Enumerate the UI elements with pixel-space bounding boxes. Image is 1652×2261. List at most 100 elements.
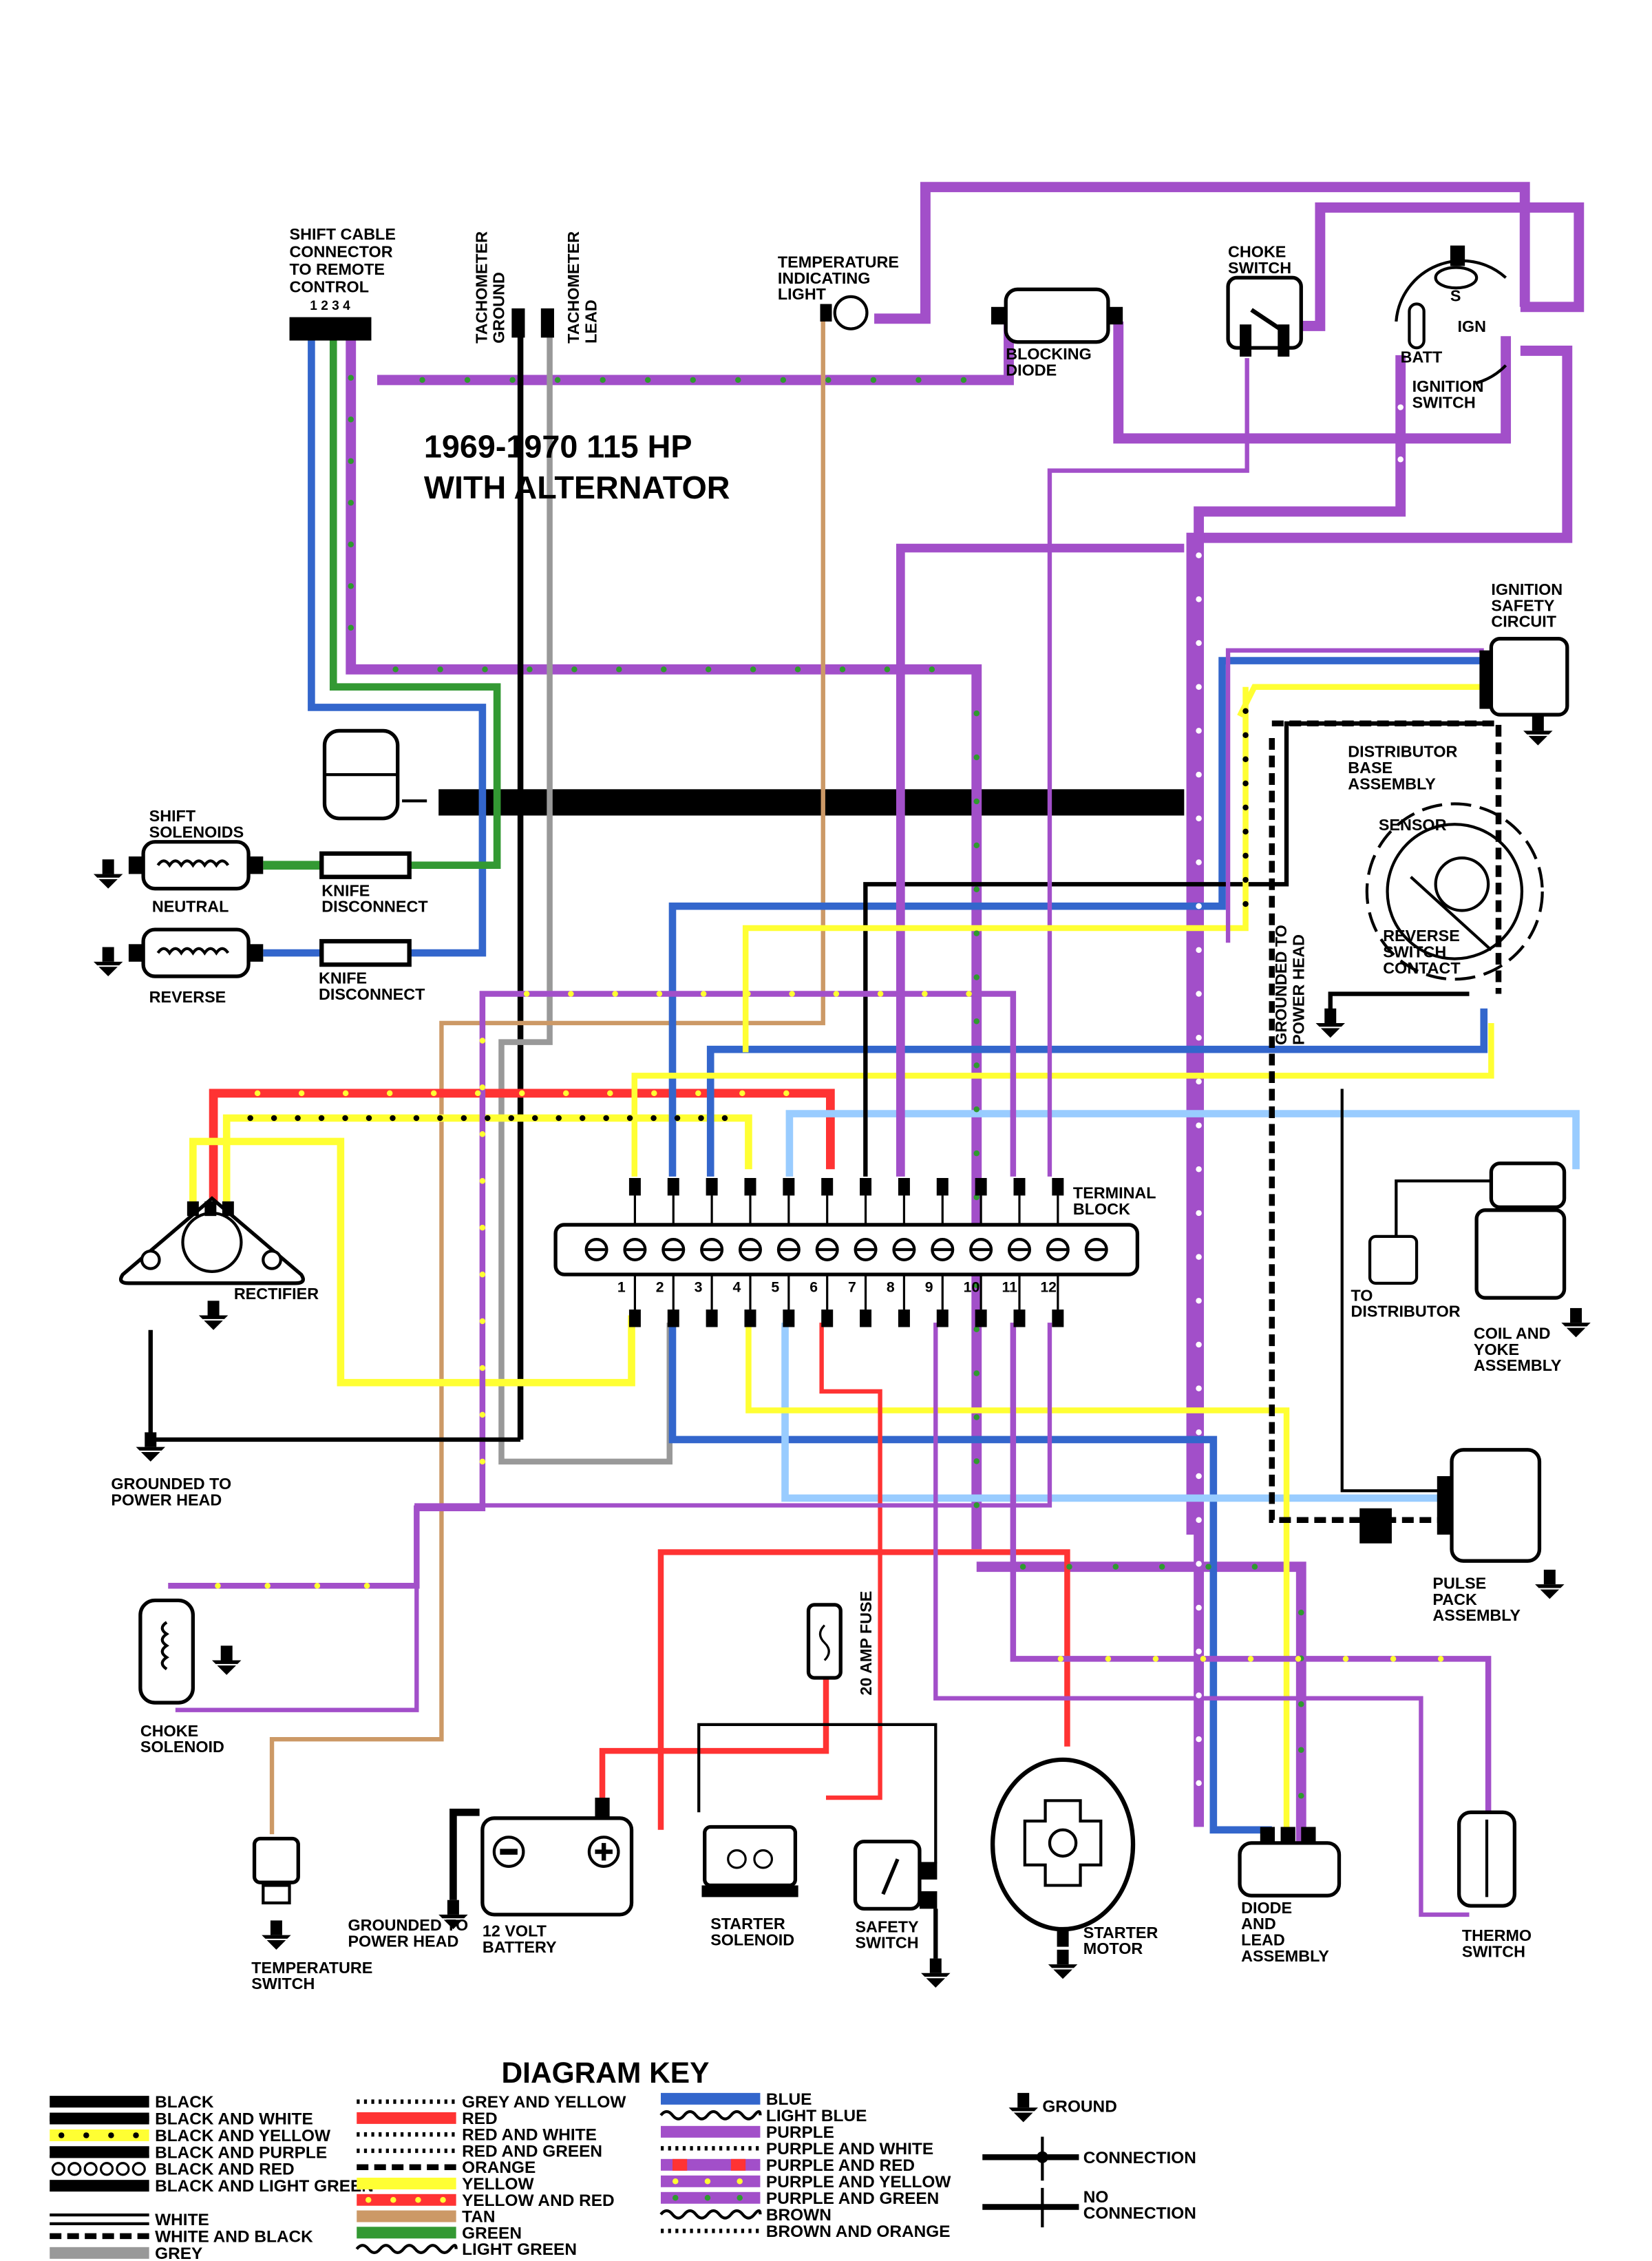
key-item-label: BLUE (766, 2090, 812, 2109)
wire-dot (973, 1150, 980, 1157)
wire-dot (915, 377, 922, 383)
wire-blue-shift (308, 336, 487, 957)
wire-dot (1196, 1034, 1202, 1041)
svg-text:KNIFE: KNIFE (321, 881, 370, 899)
terminal-number: 11 (1002, 1280, 1018, 1296)
wire-dot (1196, 1341, 1202, 1348)
key-item: RED AND GREEN (357, 2142, 602, 2160)
wire-dot (413, 1115, 420, 1122)
svg-text:SWITCH: SWITCH (1228, 259, 1291, 277)
key-item: PURPLE AND YELLOW (661, 2173, 951, 2191)
wire-dot (1196, 771, 1202, 778)
ignition-switch: S IGN BATT IGNITION SWITCH (1395, 245, 1507, 411)
svg-text:DIODE: DIODE (1241, 1899, 1292, 1917)
svg-text:POWER HEAD: POWER HEAD (111, 1491, 222, 1509)
key-swatch-yellow-red (357, 2194, 456, 2206)
svg-text:BLOCK: BLOCK (1073, 1200, 1130, 1218)
wire-purple-red-t12 (1047, 358, 1249, 1177)
wire-dot (348, 583, 354, 589)
terminal-lug-bottom (706, 1310, 718, 1327)
svg-text:GROUND: GROUND (490, 272, 508, 344)
safety-switch: SAFETY SWITCH (853, 1840, 951, 1989)
terminal-lug-top (860, 1177, 872, 1196)
wire-dot (479, 1458, 486, 1465)
wire-black-pulse (1340, 1089, 1448, 1493)
wire-dot (1196, 1692, 1202, 1699)
wire-dot (1196, 684, 1202, 690)
wire-dot (973, 1282, 980, 1289)
svg-text:SENSOR: SENSOR (1379, 816, 1447, 834)
svg-text:CONTROL: CONTROL (290, 278, 369, 296)
wire-dot (973, 1194, 980, 1201)
wire-purple-safety (1225, 648, 1484, 943)
svg-text:GROUNDED TO: GROUNDED TO (111, 1475, 231, 1493)
terminal-lug-top (975, 1177, 987, 1196)
wire-dot (721, 1115, 728, 1122)
terminal-number: 3 (695, 1280, 703, 1296)
wire-blue-t3 (706, 1008, 1488, 1177)
key-item-label: GREY AND YELLOW (462, 2093, 626, 2112)
wire-dot (348, 541, 354, 547)
svg-text:THERMO: THERMO (1462, 1926, 1532, 1944)
wire-dot (973, 930, 980, 936)
svg-text:NEUTRAL: NEUTRAL (152, 898, 229, 916)
ignition-safety-circuit: IGNITION SAFETY CIRCUIT (1479, 580, 1569, 746)
wire-dot (554, 377, 561, 383)
shift-cable-connector: SHIFT CABLE CONNECTOR TO REMOTE CONTROL … (289, 225, 396, 341)
wire-dot (973, 710, 980, 717)
wire-dot (464, 377, 471, 383)
key-item: RED (357, 2110, 498, 2128)
key-item: ORANGE (357, 2158, 536, 2177)
wire-dot (735, 377, 741, 383)
key-item: RED AND WHITE (357, 2126, 597, 2145)
terminal-lug-bottom (936, 1310, 949, 1327)
wire-dot (661, 666, 667, 673)
wire-dot (1205, 1564, 1211, 1570)
wire-dot (1196, 1429, 1202, 1436)
key-swatch-purple-white (661, 2142, 761, 2154)
svg-text:CONNECTION: CONNECTION (1083, 2204, 1196, 2222)
svg-text:POWER HEAD: POWER HEAD (348, 1933, 458, 1950)
wire-dot (1397, 456, 1404, 463)
wire-dot (460, 1115, 467, 1122)
wire-purple-top (874, 182, 1530, 324)
wire-dot (1196, 1473, 1202, 1480)
wire-dot (833, 991, 840, 997)
wire-dot (656, 991, 663, 997)
wire-dot (437, 666, 443, 673)
wire-dot (1196, 1078, 1202, 1085)
wire-dot (1196, 1604, 1202, 1611)
wire-dot (973, 754, 980, 761)
wire-dot (1298, 1609, 1304, 1616)
key-item-label: YELLOW (462, 2175, 534, 2194)
wire-dot (1196, 1780, 1202, 1787)
wire-dot (1298, 1701, 1304, 1707)
wire-dot (1066, 1564, 1072, 1570)
wire-blue-t2 (668, 657, 1484, 1177)
wire-dot (271, 1115, 277, 1122)
wire-dot (794, 666, 801, 673)
key-swatch-yellow (357, 2177, 456, 2189)
svg-text:1969-1970 115 HP: 1969-1970 115 HP (424, 428, 692, 464)
knife-disconnect-1: KNIFE DISCONNECT (319, 851, 428, 916)
svg-text:DISCONNECT: DISCONNECT (319, 985, 425, 1003)
wire-dot (479, 1177, 486, 1184)
svg-text:AND: AND (1241, 1915, 1276, 1933)
wire-dot (884, 666, 891, 673)
terminal-screw-icon (738, 1238, 762, 1261)
wire-dot (518, 1090, 525, 1097)
wire-blue-bottom (668, 1323, 1272, 1834)
terminal-lug-top (706, 1177, 718, 1196)
svg-text:RECTIFIER: RECTIFIER (234, 1285, 319, 1303)
wire-dot (650, 1115, 657, 1122)
wire-dot (1298, 1792, 1304, 1799)
terminal-lug-bottom (821, 1310, 834, 1327)
wire-dot (1152, 1656, 1159, 1662)
wire-red-battery (599, 1651, 829, 1813)
svg-text:IGNITION: IGNITION (1491, 580, 1563, 598)
svg-text:LIGHT: LIGHT (778, 285, 827, 303)
key-swatch-red-white (357, 2128, 456, 2141)
terminal-screw-icon (776, 1238, 801, 1261)
key-item: GREY AND YELLOW (357, 2093, 626, 2112)
key-swatch-lightgreen (355, 2243, 458, 2255)
